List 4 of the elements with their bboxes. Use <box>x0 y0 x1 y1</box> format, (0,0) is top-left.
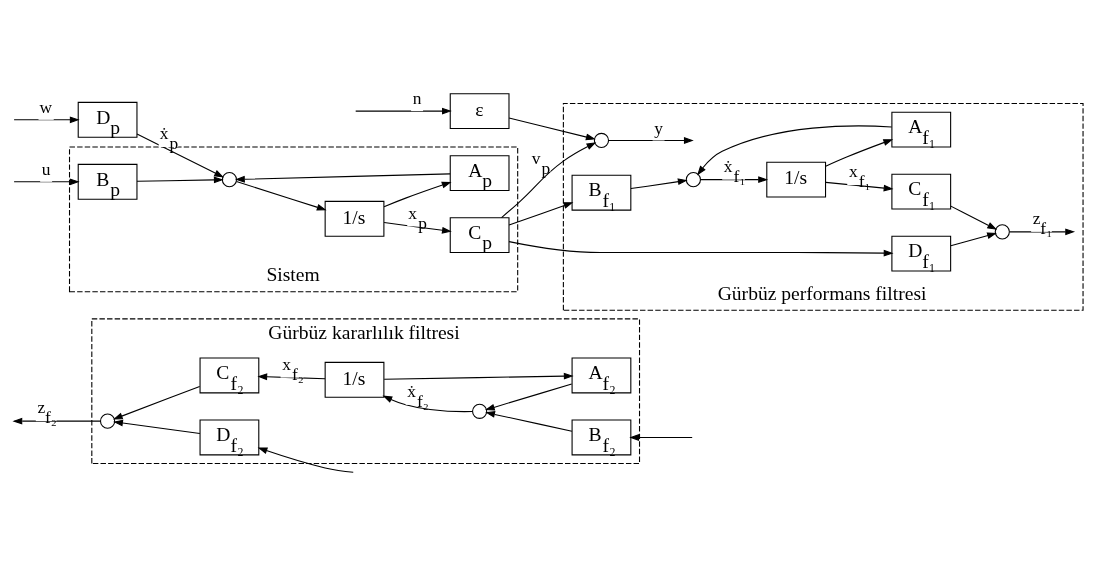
edge-label: w <box>39 96 53 117</box>
edge-label: u <box>41 158 51 179</box>
edge-label: y <box>654 117 663 138</box>
edge-label: n <box>412 87 422 108</box>
